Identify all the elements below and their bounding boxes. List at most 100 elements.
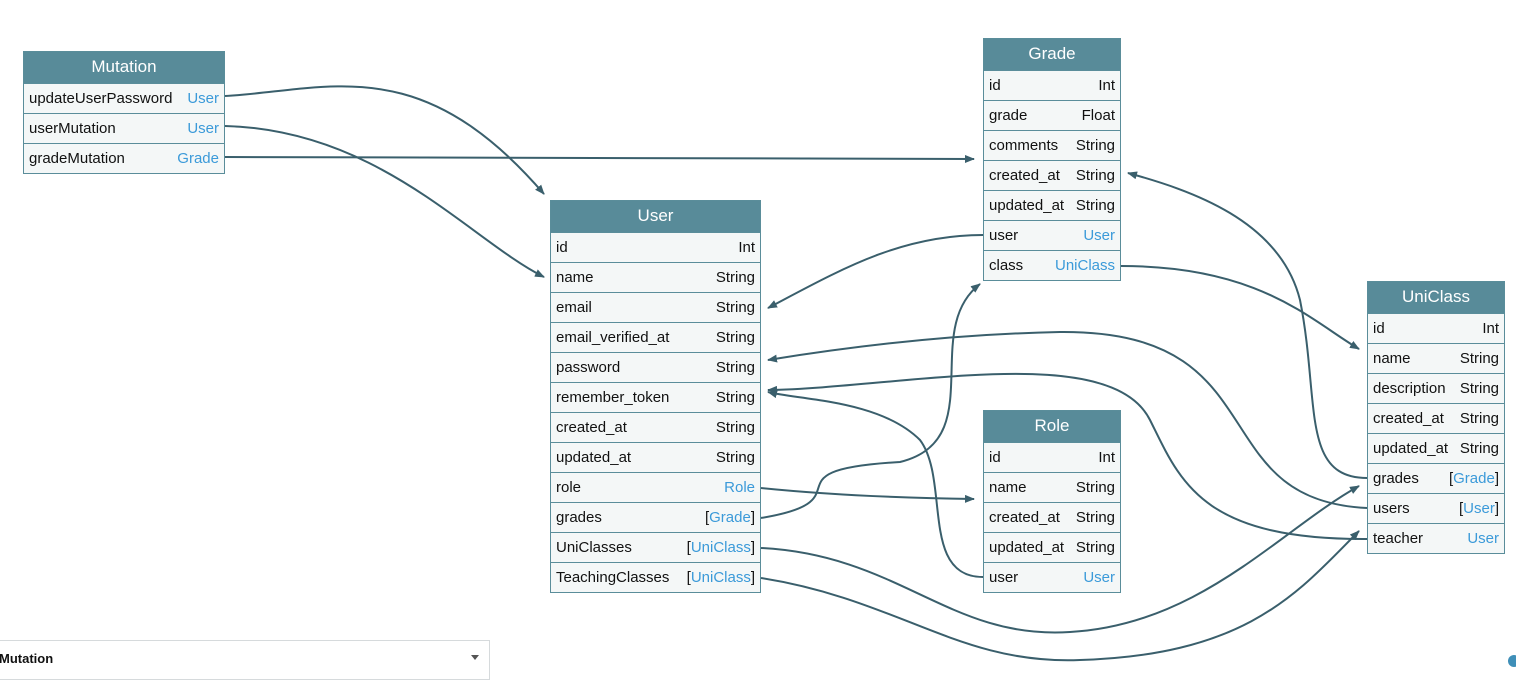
field-name: updated_at [989,539,1065,556]
field-name: role [556,479,582,496]
type-link[interactable]: User [187,120,219,137]
field-name: email_verified_at [556,329,670,346]
field-name: id [1373,320,1385,337]
type-link[interactable]: Role [724,479,755,496]
grade-field-row[interactable]: grade Float [984,100,1120,130]
grade-field-row[interactable]: class UniClass [984,250,1120,280]
field-type: String [1075,197,1115,214]
field-type: User [187,90,219,107]
type-link[interactable]: Grade [1453,470,1495,487]
type-link[interactable]: User [1463,500,1495,517]
uniclass-field-row[interactable]: name String [1368,343,1504,373]
user-field-row[interactable]: role Role [551,472,760,502]
field-type: String [1075,509,1115,526]
field-type: String [715,269,755,286]
field-name: name [1373,350,1411,367]
field-name: user [989,569,1019,586]
type-link[interactable]: Grade [709,509,751,526]
edge-userMutation-to-user [224,125,545,278]
field-type: UniClass [1055,257,1115,274]
field-type: String [715,449,755,466]
role-node-title: Role [984,411,1120,442]
field-name: created_at [556,419,627,436]
field-name: class [989,257,1024,274]
type-link[interactable]: UniClass [690,539,751,556]
field-type: String [1459,350,1499,367]
user-field-row[interactable]: name String [551,262,760,292]
field-name: grade [989,107,1028,124]
user-field-row[interactable]: email_verified_at String [551,322,760,352]
role-field-row[interactable]: user User [984,562,1120,592]
type-link[interactable]: UniClass [1054,257,1115,274]
field-type: Grade [177,150,219,167]
field-type: Int [1098,77,1115,94]
type-link[interactable]: User [1083,569,1115,586]
field-name: comments [989,137,1059,154]
uniclass-field-row[interactable]: id Int [1368,313,1504,343]
corner-indicator-icon [1508,655,1516,667]
field-name: remember_token [556,389,670,406]
type-selector-panel[interactable]: Mutation [0,640,490,680]
field-name: updated_at [1373,440,1449,457]
mutation-node-title: Mutation [24,52,224,83]
type-link[interactable]: User [1083,227,1115,244]
user-field-row[interactable]: TeachingClasses[UniClass] [551,562,760,592]
uniclass-field-row[interactable]: grades[Grade] [1368,463,1504,493]
field-name: UniClasses [556,539,632,556]
user-field-row[interactable]: UniClasses[UniClass] [551,532,760,562]
type-link[interactable]: User [187,90,219,107]
user-field-row[interactable]: password String [551,352,760,382]
field-name: updated_at [989,197,1065,214]
field-type: [User] [1458,500,1499,517]
field-name: description [1373,380,1446,397]
uniclass-field-row[interactable]: users[User] [1368,493,1504,523]
user-field-row[interactable]: grades[Grade] [551,502,760,532]
type-selector-label: Mutation [0,651,54,666]
grade-field-row[interactable]: id Int [984,70,1120,100]
field-type: Int [1482,320,1499,337]
grade-node-title: Grade [984,39,1120,70]
field-type: Float [1081,107,1115,124]
chevron-down-icon[interactable] [471,655,479,660]
type-link[interactable]: UniClass [690,569,751,586]
field-name: name [556,269,594,286]
field-type: String [715,329,755,346]
field-type: [Grade] [1448,470,1499,487]
type-link[interactable]: Grade [177,150,219,167]
field-type: User [1467,530,1499,547]
field-name: name [989,479,1027,496]
field-type: String [715,359,755,376]
edge-gradeMutation-to-grade [224,154,975,163]
edge-user-role-to-role [760,487,975,503]
type-link[interactable]: User [1467,530,1499,547]
field-name: id [989,77,1001,94]
grade-field-row[interactable]: updated_at String [984,190,1120,220]
field-name: password [556,359,621,376]
